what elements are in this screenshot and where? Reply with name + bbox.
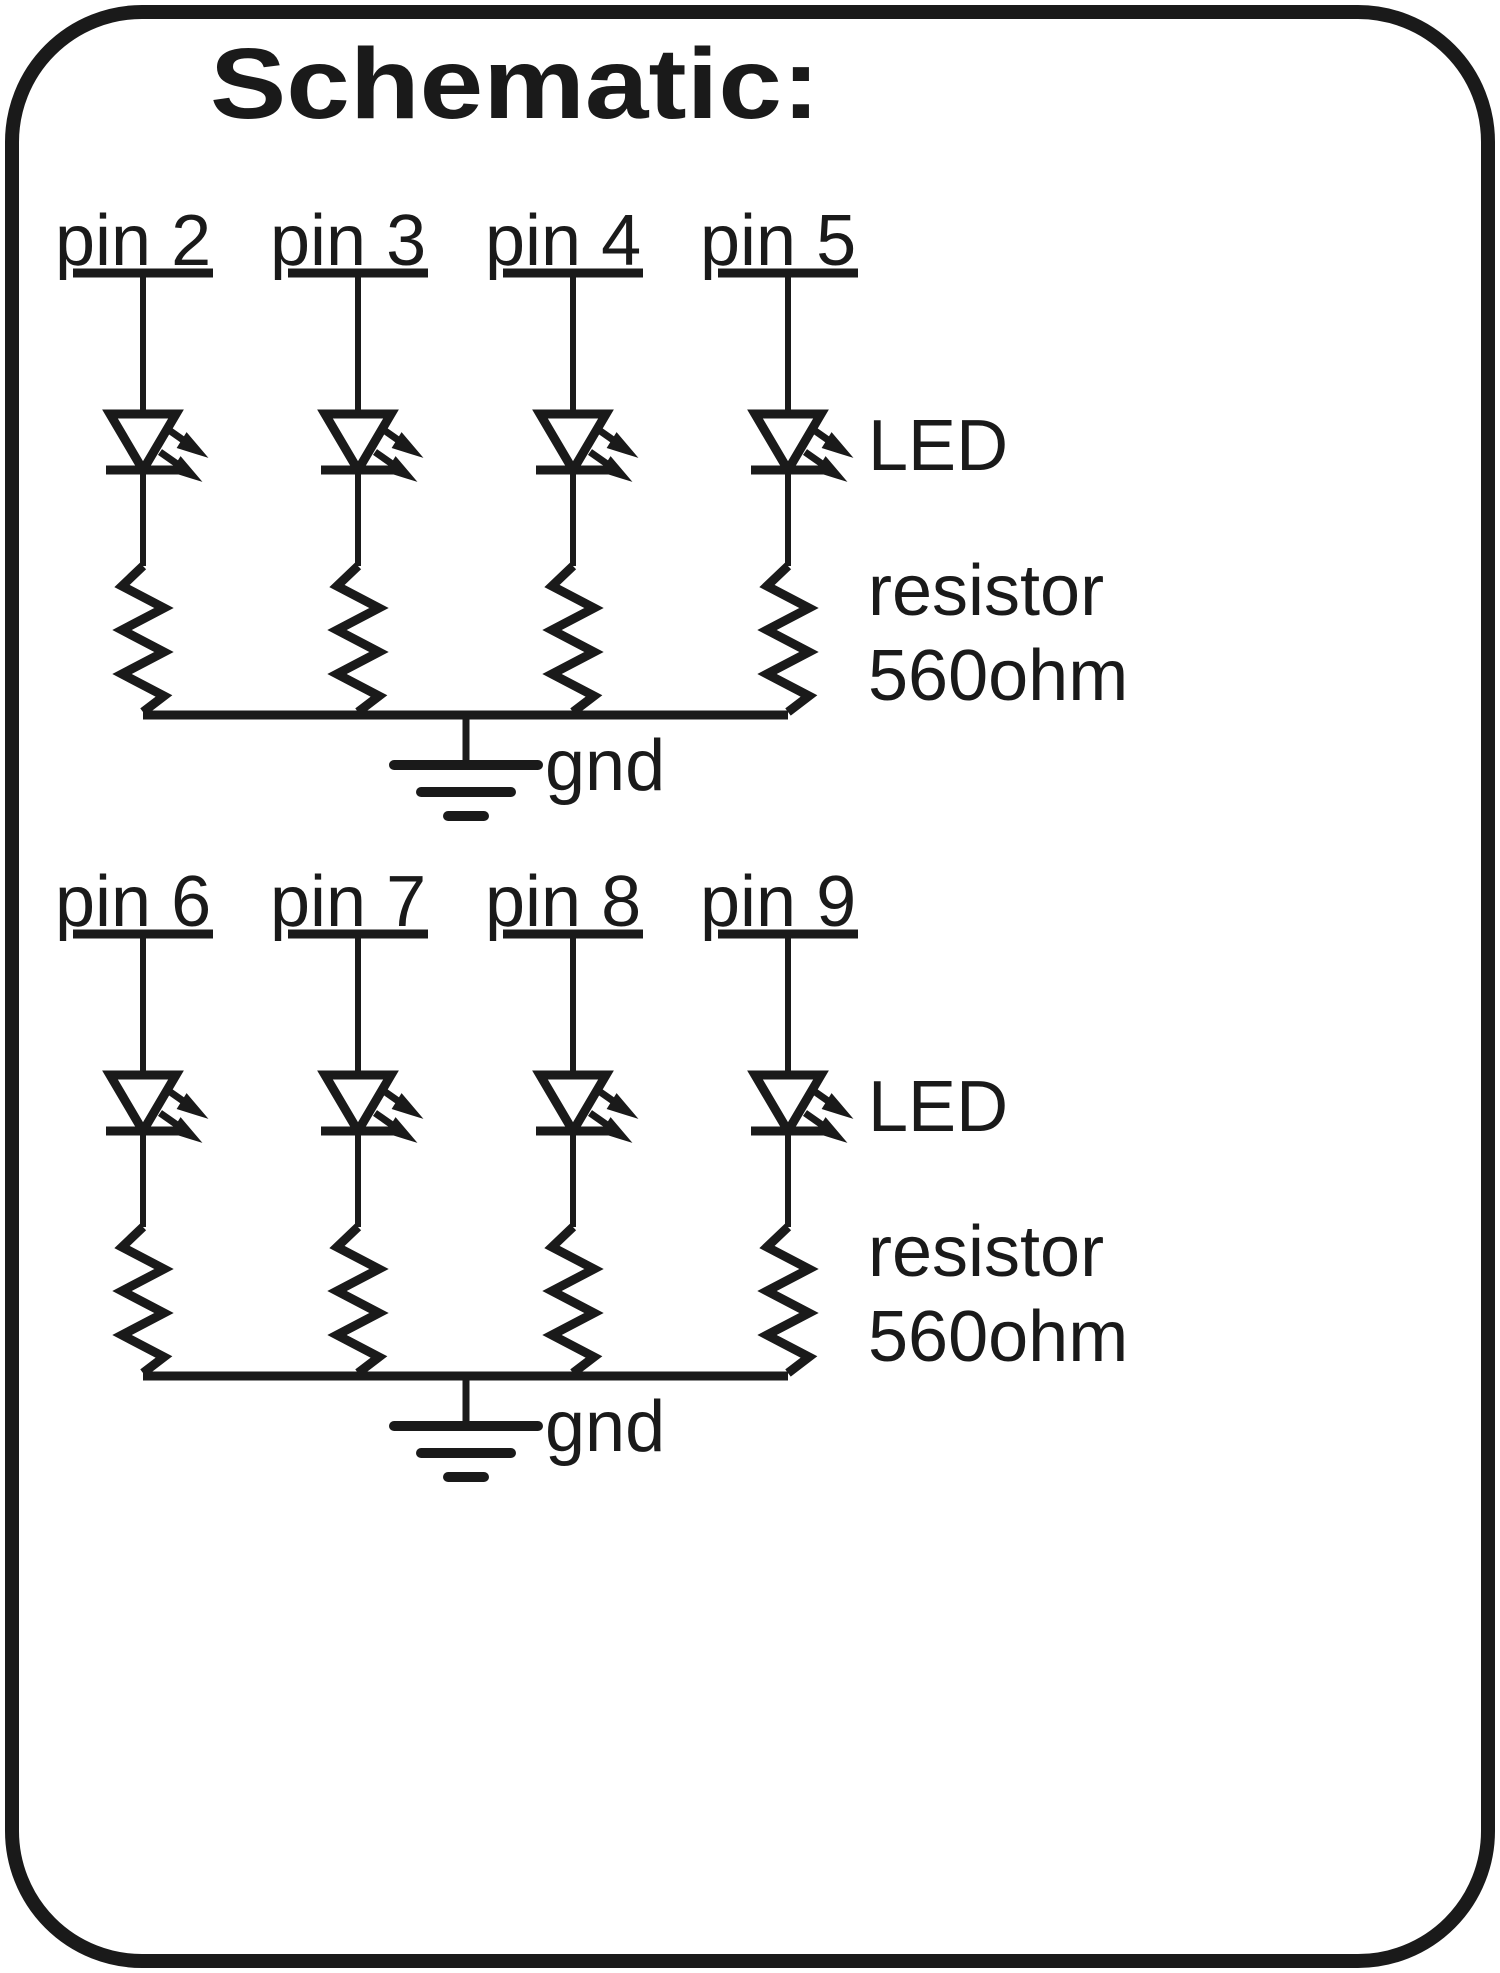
resistor-value-label: 560ohm xyxy=(868,1297,1128,1377)
pin-label-6: pin 6 xyxy=(55,862,211,942)
page-title: Schematic: xyxy=(210,28,820,140)
ground-label: gnd xyxy=(545,726,665,806)
led-diode-icon xyxy=(747,409,854,482)
resistor-zigzag-icon xyxy=(757,1223,819,1377)
led-diode-icon xyxy=(532,409,639,482)
led-diode-icon xyxy=(532,1070,639,1143)
ground-icon xyxy=(389,715,543,821)
resistor-zigzag-icon xyxy=(757,562,819,716)
led-component-label: LED xyxy=(868,1067,1008,1147)
pin-label-5: pin 5 xyxy=(700,201,856,281)
ground-icon xyxy=(389,1376,543,1482)
resistor-component-label: resistor xyxy=(868,551,1104,631)
resistor-component-label: resistor xyxy=(868,1212,1104,1292)
resistor-zigzag-icon xyxy=(327,1223,389,1377)
led-diode-icon xyxy=(317,1070,424,1143)
resistor-zigzag-icon xyxy=(542,562,604,716)
resistor-value-label: 560ohm xyxy=(868,636,1128,716)
circuit-block-bottom: pin 6 pin 7 pin 8 pin 9 xyxy=(55,862,1128,1482)
ground-label: gnd xyxy=(545,1387,665,1467)
pin-label-4: pin 4 xyxy=(485,201,641,281)
led-diode-icon xyxy=(317,409,424,482)
resistor-zigzag-icon xyxy=(112,1223,174,1377)
resistor-zigzag-icon xyxy=(112,562,174,716)
pin-label-7: pin 7 xyxy=(270,862,426,942)
pin-label-9: pin 9 xyxy=(700,862,856,942)
resistor-zigzag-icon xyxy=(542,1223,604,1377)
resistor-zigzag-icon xyxy=(327,562,389,716)
circuit-block-top: pin 2 pin 3 pin 4 pin 5 xyxy=(55,201,1128,821)
diagram-border xyxy=(5,5,1495,1968)
led-diode-icon xyxy=(102,1070,209,1143)
led-diode-icon xyxy=(747,1070,854,1143)
pin-label-2: pin 2 xyxy=(55,201,211,281)
led-diode-icon xyxy=(102,409,209,482)
led-component-label: LED xyxy=(868,406,1008,486)
pin-label-3: pin 3 xyxy=(270,201,426,281)
pin-label-8: pin 8 xyxy=(485,862,641,942)
